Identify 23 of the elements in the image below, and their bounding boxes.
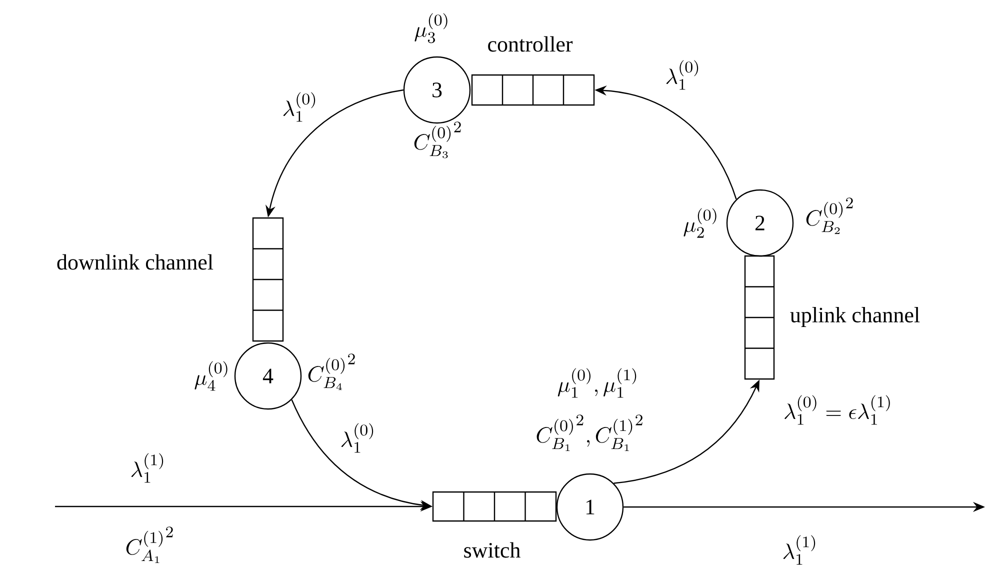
variability-label: ${C_{B_1}^{(0)}}^2, {C_{B_1}^{(1)}}^2$	[536, 414, 642, 452]
variability-label: ${C_{B_3}^{(0)}}^2$	[414, 122, 461, 158]
service-rate-label: $\mu_3^{(0)}$	[414, 13, 448, 44]
queue-box	[471, 74, 595, 106]
queue-label: controller	[488, 36, 573, 52]
queue-label: downlink channel	[57, 254, 214, 270]
edge-label: $\lambda_1^{(1)}$	[131, 453, 164, 483]
variability-label: ${C_{B_2}^{(0)}}^2$	[806, 198, 853, 234]
service-rate-label: $\mu_1^{(0)}, \mu_1^{(1)}$	[558, 368, 636, 398]
variability-label: ${C_{A_1}^{(1)}}^2$	[126, 526, 173, 564]
edge-label: $\lambda_1^{(0)} = \epsilon\lambda_1^{(1)}$	[784, 395, 890, 425]
queue-box	[744, 255, 775, 380]
queue-label: uplink channel	[790, 307, 920, 327]
edge-label: $\lambda_1^{(1)}$	[783, 535, 816, 565]
edge-label: $\lambda_1^{(0)}$	[666, 60, 698, 90]
queue-label: switch	[464, 542, 520, 558]
edge-label: $\lambda_1^{(0)}$	[283, 92, 316, 122]
variability-label: ${C_{B_4}^{(0)}}^2$	[308, 354, 355, 390]
service-rate-label: $\mu_4^{(0)}$	[194, 361, 228, 391]
edge-label: $\lambda_1^{(0)}$	[341, 423, 374, 453]
queue-box	[252, 217, 284, 342]
service-rate-label: $\mu_2^{(0)}$	[684, 208, 716, 238]
queue-box	[432, 491, 557, 522]
